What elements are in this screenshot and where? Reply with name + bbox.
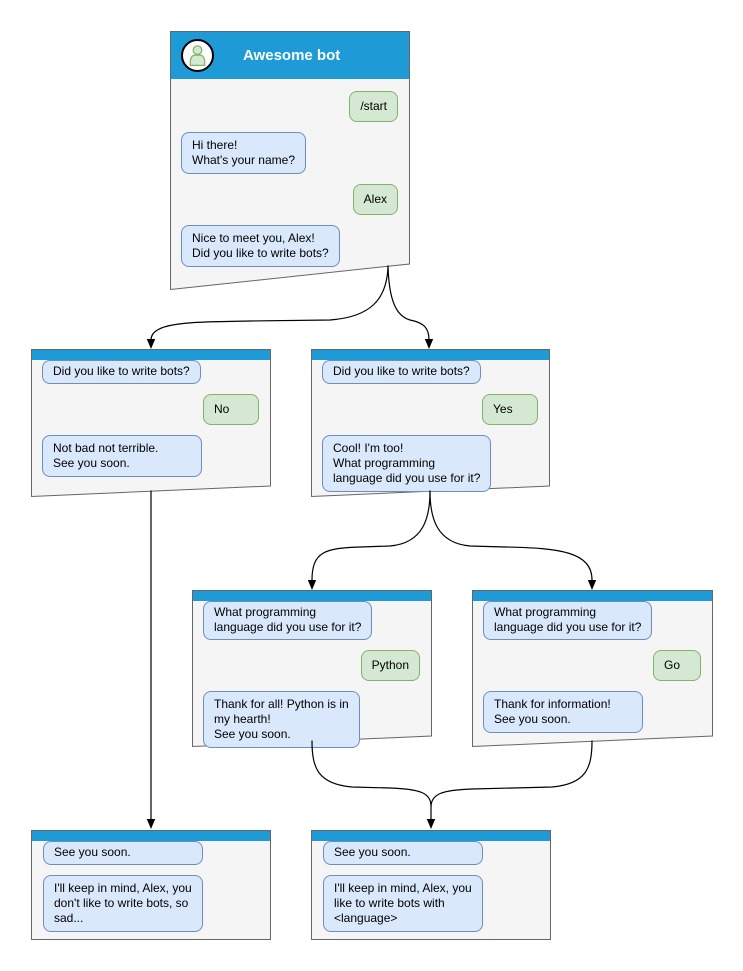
edge-yes-to-go: [429, 490, 593, 581]
chat-node-end-yes: See you soon. I'll keep in mind, Alex, y…: [311, 830, 551, 940]
chat-header-strip: [473, 591, 712, 601]
arrowhead: [587, 580, 597, 590]
arrowhead: [146, 819, 156, 829]
bot-message: Thank for all! Python is in my hearth! S…: [203, 691, 360, 748]
user-message: No: [203, 394, 259, 425]
bot-message: Did you like to write bots?: [42, 360, 201, 384]
chat-header: Awesome bot: [171, 32, 409, 79]
user-message: Python: [360, 650, 420, 681]
bot-message: Not bad not terrible. See you soon.: [42, 435, 202, 477]
chat-node-start: Awesome bot /start Hi there! What's your…: [170, 31, 410, 290]
bot-message: I'll keep in mind, Alex, you don't like …: [43, 875, 203, 932]
arrowhead: [146, 339, 156, 349]
chat-title: Awesome bot: [243, 47, 341, 64]
bot-message: Cool! I'm too! What programming language…: [322, 435, 492, 492]
chat-header-strip: [32, 350, 270, 360]
bot-message: See you soon.: [43, 841, 203, 865]
bot-message: Nice to meet you, Alex! Did you like to …: [181, 225, 340, 267]
arrowhead: [426, 819, 436, 829]
chat-header-strip: [312, 350, 549, 360]
bot-message: See you soon.: [323, 841, 483, 865]
chat-header-strip: [193, 591, 431, 601]
chat-node-yes: Did you like to write bots? Yes Cool! I'…: [311, 349, 550, 497]
user-message: Yes: [482, 394, 538, 425]
chat-header-strip: [32, 831, 270, 841]
bot-message: Did you like to write bots?: [322, 360, 481, 384]
chat-node-go: What programming language did you use fo…: [472, 590, 713, 747]
user-message: Alex: [352, 184, 398, 215]
bot-avatar-icon: [181, 39, 214, 72]
chat-node-python: What programming language did you use fo…: [192, 590, 432, 748]
user-message: /start: [349, 91, 398, 122]
edge-yes-to-python: [311, 490, 431, 581]
bot-message: What programming language did you use fo…: [483, 601, 653, 640]
bot-message: What programming language did you use fo…: [203, 601, 373, 640]
chat-header-strip: [312, 831, 550, 841]
arrowhead: [424, 339, 434, 349]
arrowhead: [307, 580, 317, 590]
bot-message: Hi there! What's your name?: [181, 132, 307, 174]
edge-go-to-end: [430, 740, 593, 821]
edge-python-to-end: [311, 740, 432, 807]
bot-message: I'll keep in mind, Alex, you like to wri…: [323, 875, 483, 932]
chat-node-end-no: See you soon. I'll keep in mind, Alex, y…: [31, 830, 271, 940]
user-message: Go: [653, 650, 701, 681]
bot-message: Thank for information! See you soon.: [483, 691, 643, 733]
chat-node-no: Did you like to write bots? No Not bad n…: [31, 349, 271, 497]
